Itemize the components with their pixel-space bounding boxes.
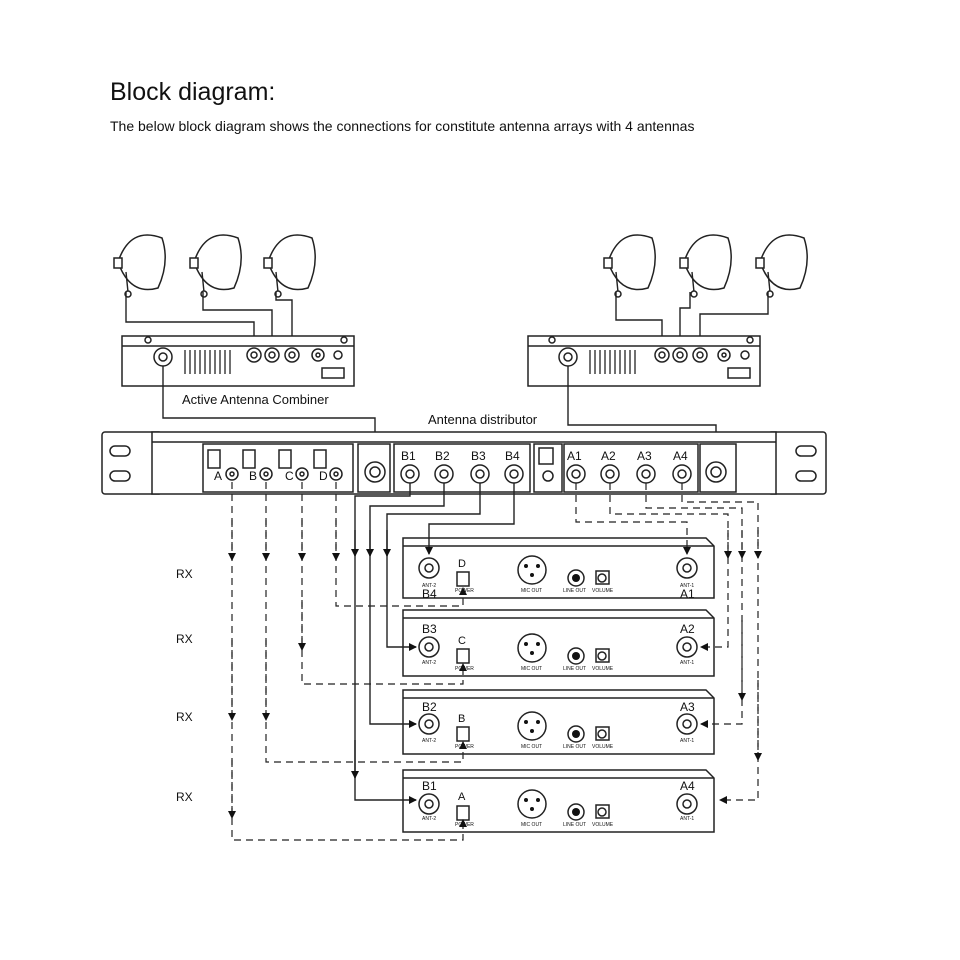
power-port-label: B: [249, 469, 257, 483]
antenna-combiner-left: [121, 335, 355, 387]
antenna-icon: [189, 234, 242, 298]
a-port-label: A4: [673, 449, 688, 463]
page-subtitle: The below block diagram shows the connec…: [110, 118, 695, 134]
antenna-icon: [113, 234, 166, 298]
b-port-label: B4: [505, 449, 520, 463]
receiver-power-label: A: [458, 791, 466, 803]
receiver-unit: B4 D A1 ANT-2 POWER MIC OUT LINE OUT VOL…: [402, 537, 715, 601]
volume-caption: VOLUME: [592, 744, 614, 750]
receiver-ant2-label: B1: [422, 779, 437, 793]
line-out-caption: LINE OUT: [563, 744, 586, 750]
power-caption: POWER: [455, 588, 474, 594]
ant1-caption: ANT-1: [680, 738, 694, 744]
ant1-caption: ANT-1: [680, 816, 694, 822]
ant2-caption: ANT-2: [422, 738, 436, 744]
b-output-wiring: [351, 483, 515, 804]
power-port-label: A: [214, 469, 222, 483]
rx-label: RX: [176, 710, 193, 724]
rx-label: RX: [176, 632, 193, 646]
ant2-caption: ANT-2: [422, 583, 436, 589]
receiver-power-label: D: [458, 558, 466, 570]
volume-caption: VOLUME: [592, 666, 614, 672]
receiver-unit: B1 A A4 ANT-2 POWER MIC OUT LINE OUT VOL…: [402, 769, 715, 833]
b-port-label: B1: [401, 449, 416, 463]
a-output-wiring: [575, 483, 762, 804]
ant1-caption: ANT-1: [680, 583, 694, 589]
volume-caption: VOLUME: [592, 588, 614, 594]
power-caption: POWER: [455, 822, 474, 828]
b-port-label: B2: [435, 449, 450, 463]
receiver-ant1-label: A4: [680, 779, 695, 793]
ant1-caption: ANT-1: [680, 660, 694, 666]
receiver-ant1-label: A1: [680, 587, 695, 601]
receiver-ant2-label: B3: [422, 622, 437, 636]
antenna-icon: [263, 234, 316, 298]
antenna-array-right: [603, 234, 808, 345]
antenna-icon: [679, 234, 732, 298]
mic-out-caption: MIC OUT: [521, 588, 542, 594]
b-port-label: B3: [471, 449, 486, 463]
receiver-power-label: B: [458, 713, 465, 725]
rx-label: RX: [176, 567, 193, 581]
ant2-caption: ANT-2: [422, 660, 436, 666]
power-port-label: C: [285, 469, 294, 483]
antenna-icon: [755, 234, 808, 298]
mic-out-caption: MIC OUT: [521, 666, 542, 672]
mic-out-caption: MIC OUT: [521, 822, 542, 828]
line-out-caption: LINE OUT: [563, 666, 586, 672]
antenna-distributor: A B C D B1 B2 B3 B4 A1 A2 A3 A4: [101, 431, 827, 495]
antenna-array-left: [113, 234, 316, 345]
receiver-unit: B2 B A3 ANT-2 POWER MIC OUT LINE OUT VOL…: [402, 689, 715, 755]
power-caption: POWER: [455, 744, 474, 750]
receiver-ant2-label: B4: [422, 587, 437, 601]
power-caption: POWER: [455, 666, 474, 672]
volume-caption: VOLUME: [592, 822, 614, 828]
distributor-label: Antenna distributor: [428, 412, 538, 427]
receiver-power-label: C: [458, 635, 466, 647]
line-out-caption: LINE OUT: [563, 822, 586, 828]
a-port-label: A2: [601, 449, 616, 463]
a-port-label: A3: [637, 449, 652, 463]
page-title: Block diagram:: [110, 78, 276, 106]
rx-label: RX: [176, 790, 193, 804]
power-port-label: D: [319, 469, 328, 483]
power-wiring: [228, 482, 467, 841]
a-port-label: A1: [567, 449, 582, 463]
antenna-combiner-right: [527, 335, 761, 387]
combiner-label: Active Antenna Combiner: [182, 392, 329, 407]
receiver-unit: B3 C A2 ANT-2 POWER MIC OUT LINE OUT VOL…: [402, 609, 715, 677]
line-out-caption: LINE OUT: [563, 588, 586, 594]
receiver-ant2-label: B2: [422, 700, 437, 714]
antenna-icon: [603, 234, 656, 298]
receiver-ant1-label: A2: [680, 622, 695, 636]
receiver-ant1-label: A3: [680, 700, 695, 714]
ant2-caption: ANT-2: [422, 816, 436, 822]
mic-out-caption: MIC OUT: [521, 744, 542, 750]
